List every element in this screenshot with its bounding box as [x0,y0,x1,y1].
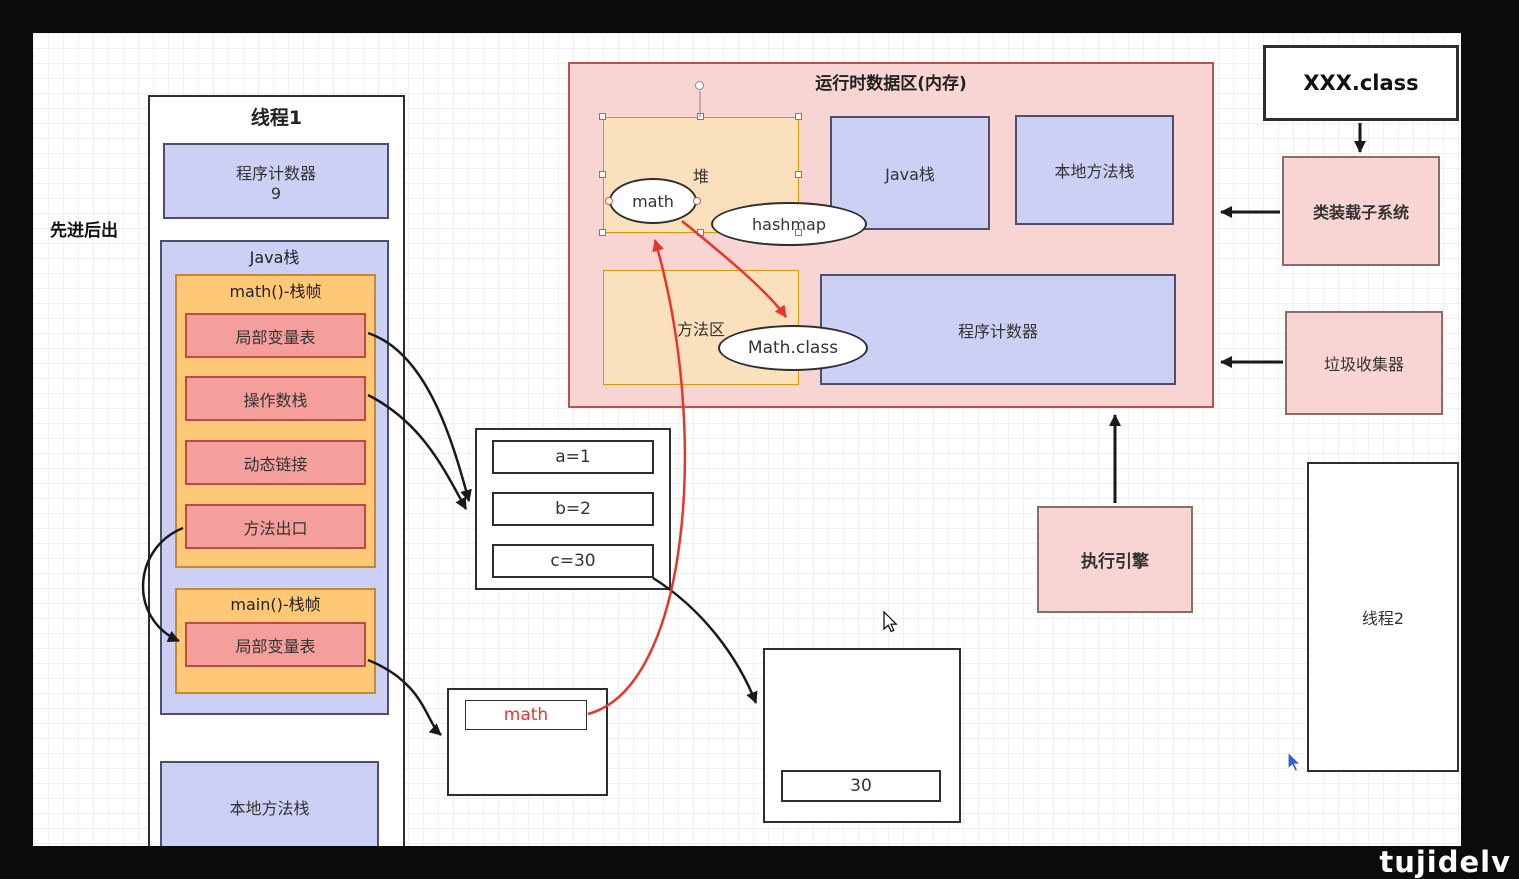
thread1-java-stack-title: Java栈 [249,248,300,267]
gc-label: 垃圾收集器 [1323,355,1404,374]
xxx-class-box[interactable]: XXX.class [1263,45,1459,121]
runtime-java-stack-label: Java栈 [885,165,935,184]
selection-handle[interactable] [795,229,802,236]
heap-label: 堆 [692,167,709,186]
heap-math-label: math [632,191,674,211]
thread1-native-stack-label: 本地方法栈 [229,799,310,818]
selection-handle[interactable] [599,171,606,178]
ellipse-handle[interactable] [693,197,701,205]
thread1-pc-box[interactable]: 程序计数器 9 [163,143,389,219]
math-class-label: Math.class [747,338,839,358]
thread1-pc-value: 9 [270,183,282,203]
selection-handle[interactable] [795,171,802,178]
math-ref-box[interactable]: math [465,700,587,730]
runtime-pc-label: 程序计数器 [957,321,1038,341]
xxx-class-label: XXX.class [1303,71,1419,95]
heap-hashmap-ellipse[interactable]: hashmap [711,202,867,246]
selection-handle[interactable] [697,229,704,236]
thread1-native-stack[interactable]: 本地方法栈 [160,761,379,846]
var-c-label: c=30 [550,551,596,571]
selection-handle[interactable] [599,113,606,120]
class-loader-box[interactable]: 类装载子系统 [1282,156,1440,266]
var-b-label: b=2 [555,499,591,519]
var-a-label: a=1 [555,447,591,467]
runtime-pc-box[interactable]: 程序计数器 [820,274,1176,385]
watermark: tujidelv [1379,845,1511,879]
mouse-cursor [883,610,898,633]
method-exit[interactable]: 方法出口 [185,504,366,549]
heap-math-ellipse[interactable]: math [609,178,697,224]
arrow-vars-to-result[interactable] [652,576,758,704]
gc-box[interactable]: 垃圾收集器 [1285,311,1443,415]
result-value-label: 30 [850,776,872,796]
class-loader-label: 类装载子系统 [1312,203,1409,222]
var-row-a[interactable]: a=1 [492,440,654,474]
result-value-box[interactable]: 30 [781,770,941,802]
filo-label: 先进后出 [50,220,118,241]
thread2-box[interactable]: 线程2 [1307,462,1459,772]
main-stack-frame-title: main()-栈帧 [230,595,321,614]
thread2-label: 线程2 [1361,609,1405,628]
operand-stack[interactable]: 操作数栈 [185,376,366,421]
execution-engine-label: 执行引擎 [1081,552,1149,572]
thread1-pc-label: 程序计数器 [235,163,316,183]
main-local-var-table-label: 局部变量表 [235,636,316,656]
runtime-native-stack-label: 本地方法栈 [1054,162,1135,181]
heap-hashmap-label: hashmap [752,214,826,234]
rotation-handle[interactable] [695,81,704,90]
dynamic-link[interactable]: 动态链接 [185,440,366,485]
var-row-c[interactable]: c=30 [492,544,654,578]
math-stack-frame-title: math()-栈帧 [229,282,322,301]
math-ref-label: math [503,705,549,725]
thread1-title: 线程1 [250,106,303,129]
main-local-var-table[interactable]: 局部变量表 [185,622,366,667]
local-var-table-label: 局部变量表 [235,327,316,347]
var-row-b[interactable]: b=2 [492,492,654,526]
method-area-label: 方法区 [676,319,725,339]
selection-handle[interactable] [795,113,802,120]
operand-stack-label: 操作数栈 [243,390,308,410]
selection-handle[interactable] [599,229,606,236]
runtime-data-area-title: 运行时数据区(内存) [815,73,967,94]
local-var-table[interactable]: 局部变量表 [185,313,366,358]
runtime-native-stack[interactable]: 本地方法栈 [1015,115,1174,225]
method-exit-label: 方法出口 [243,518,308,538]
runtime-java-stack[interactable]: Java栈 [830,116,990,230]
math-class-ellipse[interactable]: Math.class [718,325,868,371]
diagram-canvas[interactable]: 先进后出 线程1 程序计数器 9 Java栈 math()-栈帧 局部变量表 操… [33,33,1461,846]
execution-engine-box[interactable]: 执行引擎 [1037,506,1193,613]
dynamic-link-label: 动态链接 [243,454,308,474]
mouse-cursor-blue [1287,750,1302,773]
selection-handle[interactable] [697,113,704,120]
ellipse-handle[interactable] [605,197,613,205]
